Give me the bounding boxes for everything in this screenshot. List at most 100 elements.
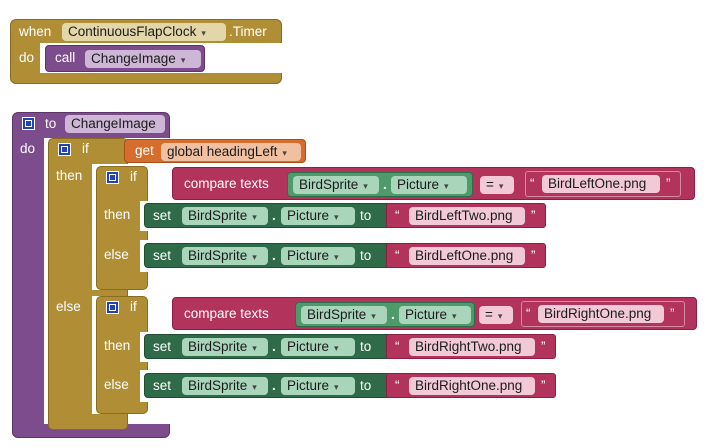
else-keyword: else [104, 377, 129, 392]
text-literal-block[interactable]: “ BirdLeftOne.png ” [525, 171, 681, 197]
text-value: BirdRightTwo.png [415, 339, 522, 354]
mutator-gear-icon[interactable] [106, 301, 119, 314]
set-property-block[interactable]: set BirdSprite▾ . Picture▾ to [144, 203, 394, 228]
component-label: BirdSprite [299, 177, 359, 192]
text-value: BirdRightOne.png [544, 306, 652, 321]
property-label: Picture [405, 307, 448, 322]
component-label: BirdSprite [188, 208, 248, 223]
property-dropdown-picture[interactable]: Picture▾ [281, 207, 355, 225]
do-keyword: do [19, 50, 35, 65]
mutator-gear-icon[interactable] [106, 171, 119, 184]
chevron-down-icon: ▾ [452, 311, 457, 321]
set-keyword: set [153, 378, 172, 393]
close-quote: ” [666, 176, 671, 191]
variable-dropdown[interactable]: global headingLeft▾ [161, 143, 301, 161]
call-keyword: call [55, 50, 76, 65]
compare-texts-block-2[interactable]: compare texts BirdSprite▾ . Picture▾ =▾ … [172, 297, 697, 330]
close-quote: ” [541, 339, 546, 354]
to-keyword: to [360, 378, 372, 393]
chevron-down-icon: ▾ [497, 311, 503, 321]
text-literal-block[interactable]: “ BirdRightTwo.png ” [386, 334, 556, 359]
text-value-field[interactable]: BirdRightOne.png [409, 377, 535, 395]
property-dropdown-picture[interactable]: Picture ▾ [281, 338, 355, 356]
mutator-gear-icon[interactable] [22, 117, 35, 130]
open-quote: “ [530, 176, 535, 191]
chevron-down-icon: ▾ [252, 252, 257, 262]
property-dropdown-picture[interactable]: Picture▾ [281, 247, 355, 265]
open-quote: “ [395, 208, 400, 223]
property-label: Picture [287, 339, 330, 354]
if-keyword: if [130, 169, 137, 184]
property-dropdown-picture[interactable]: Picture▾ [391, 176, 467, 194]
component-getter-block[interactable]: BirdSprite▾ . Picture▾ [287, 172, 473, 197]
component-dropdown-birdsprite[interactable]: BirdSprite▾ [301, 306, 387, 324]
procedure-dropdown[interactable]: ChangeImage▾ [85, 50, 201, 68]
dot-separator: . [272, 208, 276, 223]
else-keyword: else [56, 299, 81, 314]
open-quote: “ [395, 378, 400, 393]
component-dropdown-birdsprite[interactable]: BirdSprite▾ [182, 338, 268, 356]
operator-label: = [485, 307, 493, 322]
component-dropdown-continuousflapclock[interactable]: ContinuousFlapClock▾ [62, 23, 226, 41]
inner-if-block-2[interactable] [96, 296, 148, 414]
text-literal-block[interactable]: “ BirdLeftTwo.png ” [386, 203, 546, 228]
dot-separator: . [272, 339, 276, 354]
component-dropdown-birdsprite[interactable]: BirdSprite▾ [182, 207, 268, 225]
set-keyword: set [153, 339, 172, 354]
chevron-down-icon: ▾ [180, 55, 186, 65]
dot-separator: . [391, 307, 395, 322]
text-value-field[interactable]: BirdLeftOne.png [409, 247, 525, 265]
text-literal-block[interactable]: “ BirdRightOne.png ” [521, 301, 685, 327]
component-dropdown-birdsprite[interactable]: BirdSprite▾ [182, 377, 268, 395]
mutator-gear-icon[interactable] [58, 143, 71, 156]
procedure-name-label: ChangeImage [71, 116, 156, 131]
variable-label: global headingLeft [167, 144, 278, 159]
get-keyword: get [135, 143, 154, 158]
component-getter-block[interactable]: BirdSprite▾ . Picture ▾ [295, 302, 475, 327]
text-value: BirdLeftOne.png [415, 248, 514, 263]
chevron-down-icon: ▾ [334, 252, 339, 262]
if-keyword: if [130, 299, 137, 314]
compare-texts-label: compare texts [184, 176, 269, 191]
get-variable-block[interactable]: get global headingLeft▾ [124, 139, 306, 163]
text-value-field[interactable]: BirdLeftOne.png [542, 175, 660, 193]
then-keyword: then [104, 207, 131, 222]
operator-dropdown[interactable]: =▾ [480, 176, 514, 194]
operator-dropdown[interactable]: =▾ [479, 306, 513, 324]
inner-if-block-1[interactable] [96, 166, 148, 290]
then-keyword: then [104, 338, 131, 353]
component-label: BirdSprite [188, 378, 248, 393]
text-literal-block[interactable]: “ BirdLeftOne.png ” [386, 243, 546, 268]
component-label: BirdSprite [188, 248, 248, 263]
property-label: Picture [287, 378, 330, 393]
close-quote: ” [670, 306, 675, 321]
set-property-block[interactable]: set BirdSprite▾ . Picture ▾ to [144, 334, 394, 359]
then-keyword: then [56, 168, 83, 183]
property-dropdown-picture[interactable]: Picture ▾ [281, 377, 355, 395]
compare-texts-block-1[interactable]: compare texts BirdSprite▾ . Picture▾ =▾ … [172, 167, 695, 200]
close-quote: ” [531, 248, 536, 263]
chevron-down-icon: ▾ [334, 343, 339, 353]
component-label: BirdSprite [307, 307, 367, 322]
component-dropdown-birdsprite[interactable]: BirdSprite▾ [293, 176, 379, 194]
text-value-field[interactable]: BirdLeftTwo.png [409, 207, 525, 225]
set-property-block[interactable]: set BirdSprite▾ . Picture▾ to [144, 373, 394, 398]
if-keyword: if [82, 141, 89, 156]
property-label: Picture [287, 208, 330, 223]
text-value-field[interactable]: BirdRightTwo.png [409, 338, 535, 356]
procedure-name-field[interactable]: ChangeImage [65, 115, 165, 133]
text-literal-block[interactable]: “ BirdRightOne.png ” [386, 373, 556, 398]
call-procedure-block[interactable]: call ChangeImage▾ [45, 45, 205, 72]
event-name-label: .Timer [229, 24, 267, 39]
property-dropdown-picture[interactable]: Picture ▾ [399, 306, 471, 324]
to-keyword: to [360, 339, 372, 354]
chevron-down-icon: ▾ [498, 181, 504, 191]
set-property-block[interactable]: set BirdSprite▾ . Picture▾ to [144, 243, 394, 268]
chevron-down-icon: ▾ [334, 382, 339, 392]
when-keyword: when [19, 24, 52, 39]
text-value-field[interactable]: BirdRightOne.png [538, 305, 664, 323]
to-keyword: to [360, 248, 372, 263]
component-dropdown-birdsprite[interactable]: BirdSprite ▾ [182, 247, 268, 265]
to-keyword: to [360, 208, 372, 223]
text-value: BirdRightOne.png [415, 378, 523, 393]
